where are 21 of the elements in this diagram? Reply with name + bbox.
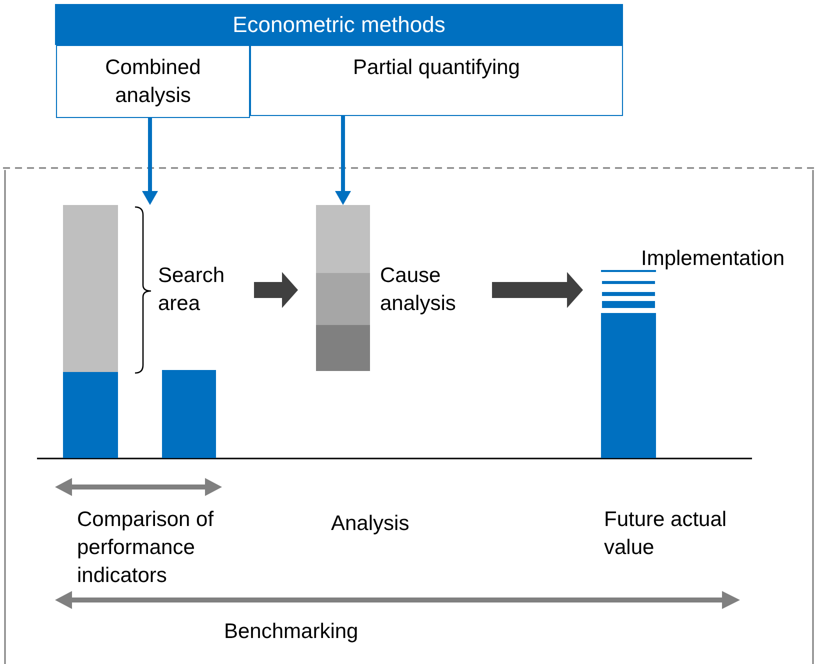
header-title: Econometric methods bbox=[232, 10, 446, 38]
bar bbox=[162, 370, 216, 458]
step-label: Search area bbox=[158, 263, 226, 317]
text-label: Analysis bbox=[331, 511, 410, 537]
arrow bbox=[142, 118, 158, 205]
method-label: Partial quantifying bbox=[353, 55, 520, 81]
header-bar bbox=[55, 4, 623, 45]
text-label: Comparison of performance indicators bbox=[77, 507, 215, 589]
method-box bbox=[250, 45, 623, 116]
text-label: Benchmarking bbox=[224, 619, 360, 645]
text-label: Implementation bbox=[641, 246, 786, 272]
striped-bar bbox=[601, 270, 656, 458]
text-label: Future actual value bbox=[604, 507, 728, 561]
method-box bbox=[56, 45, 250, 118]
step-label: Cause analysis bbox=[380, 263, 457, 317]
method-label: Combined analysis bbox=[104, 55, 202, 109]
block-arrow bbox=[254, 272, 298, 308]
arrow bbox=[335, 116, 351, 205]
stacked-bar-drawing bbox=[63, 205, 152, 458]
block-arrow bbox=[492, 272, 583, 308]
stacked-bar bbox=[316, 205, 370, 371]
